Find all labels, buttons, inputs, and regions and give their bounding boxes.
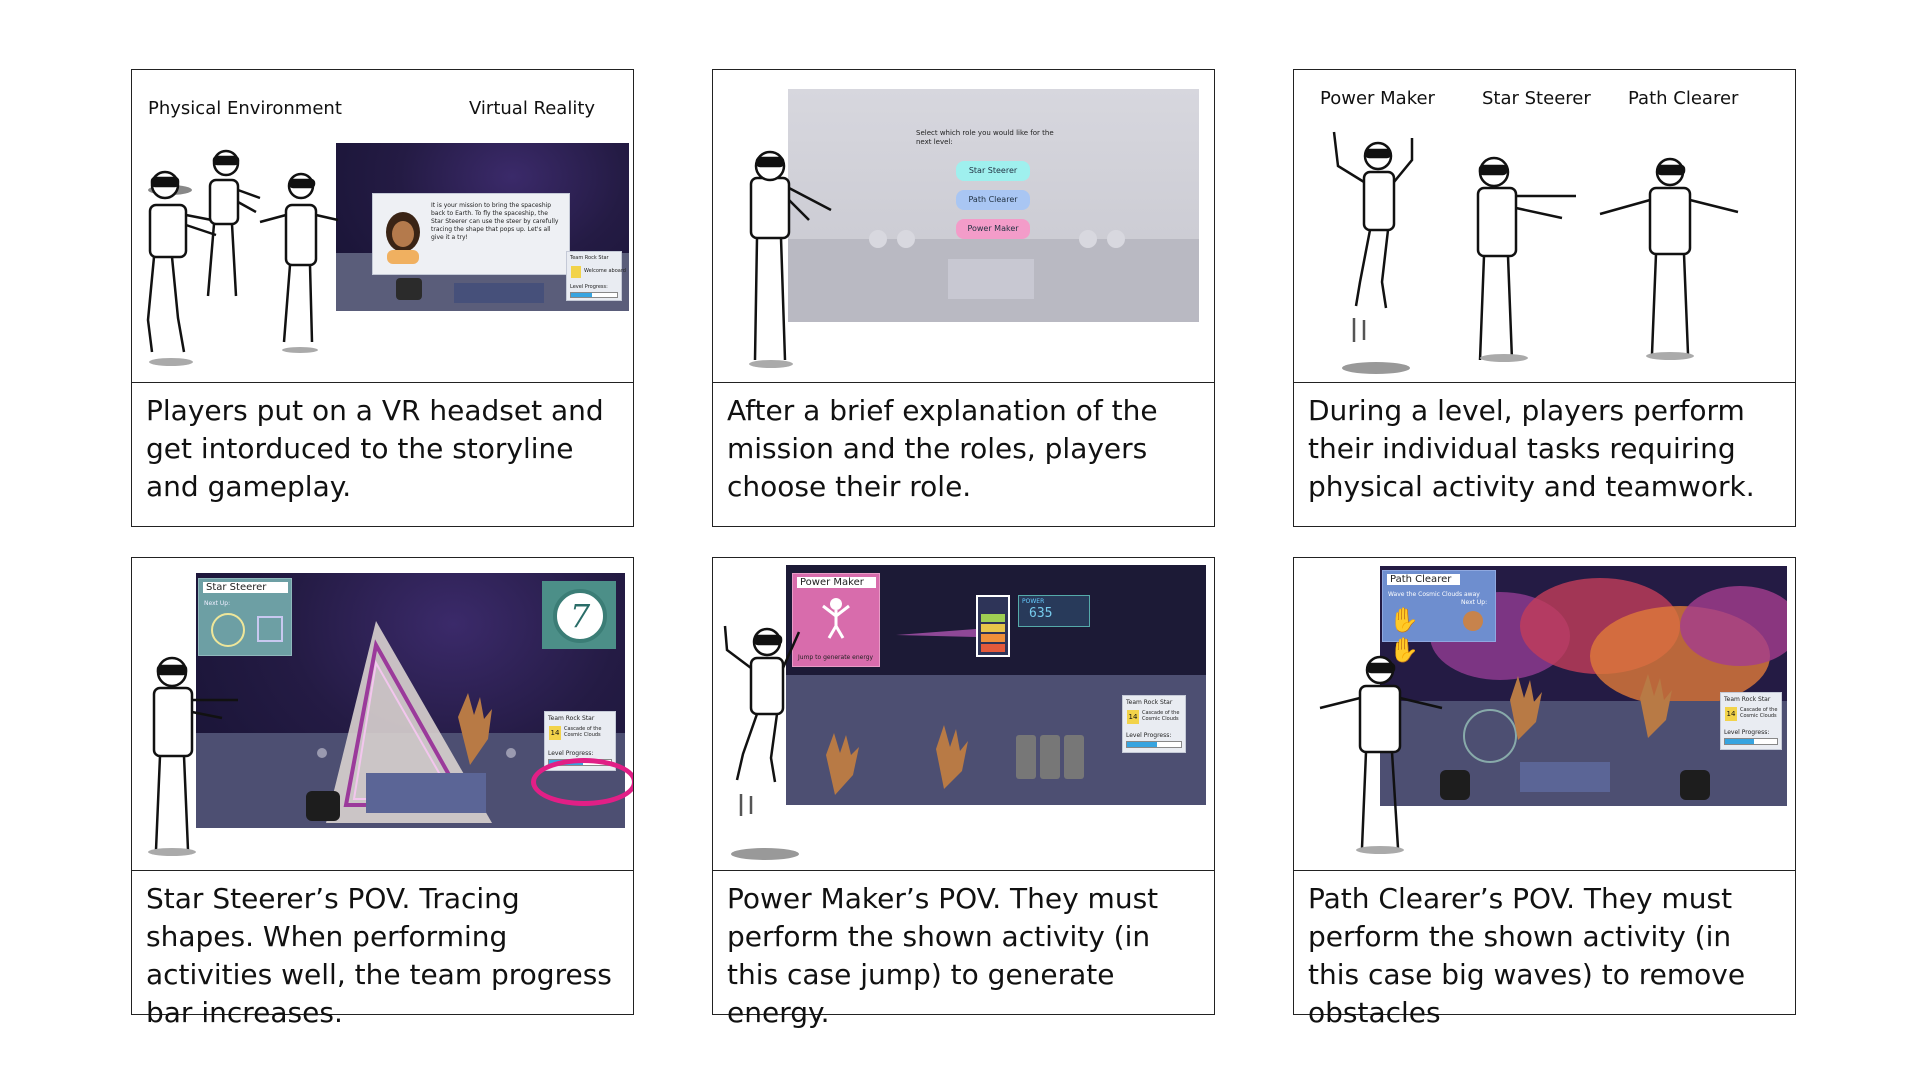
hud-level-badge — [571, 266, 581, 278]
square-shape-icon — [257, 616, 283, 642]
wave-hands-icon: ✋ ✋ — [1389, 606, 1419, 664]
power-maker-view: Power Maker Jump to generate energy POWE… — [786, 565, 1206, 805]
role-select-screen: Select which role you would like for the… — [788, 89, 1199, 322]
panel-illustration: Power Maker Jump to generate energy POWE… — [713, 558, 1214, 871]
hud-progress-bar — [1126, 741, 1182, 748]
role-card: Star Steerer Next Up: — [198, 578, 292, 656]
dialog-box: It is your mission to bring the spaceshi… — [372, 193, 570, 275]
role-prompt: Select which role you would like for the… — [916, 129, 1054, 146]
panel-illustration: Physical Environment Virtual Reality It … — [132, 70, 633, 383]
storyboard-panel-2: Select which role you would like for the… — [712, 69, 1215, 527]
panel-illustration: Select which role you would like for the… — [713, 70, 1214, 383]
battery-meter — [976, 595, 1010, 657]
asteroid-icon — [1463, 611, 1483, 631]
label-path-clearer: Path Clearer — [1628, 88, 1739, 109]
hud-team-name: Team Rock Star — [570, 255, 609, 261]
card-hint: Wave the Cosmic Clouds away — [1388, 591, 1480, 598]
cockpit-scene — [196, 621, 625, 828]
hud-progress-label: Level Progress: — [548, 750, 594, 757]
cockpit-scene — [786, 629, 1206, 805]
hud-progress-label: Level Progress: — [1126, 732, 1172, 739]
hud-team-name: Team Rock Star — [1126, 699, 1173, 706]
storyboard-panel-4: Star Steerer Next Up: 7 Team Rock Star 1… — [131, 557, 634, 1029]
hud-level-name: Cascade of the Cosmic Clouds — [1142, 710, 1180, 722]
role-button-path-clearer[interactable]: Path Clearer — [956, 190, 1030, 210]
team-hud: Team Rock Star 14 Cascade of the Cosmic … — [1122, 695, 1186, 753]
hud-level-badge: 14 — [1127, 710, 1139, 724]
player-figure — [723, 625, 801, 860]
hud-progress-bar — [570, 292, 618, 298]
timer-value: 7 — [553, 589, 607, 643]
panel-illustration: Path Clearer Wave the Cosmic Clouds away… — [1294, 558, 1795, 871]
hud-level-badge: 14 — [549, 726, 561, 740]
role-card: Power Maker Jump to generate energy — [792, 573, 880, 667]
role-button-power-maker[interactable]: Power Maker — [956, 219, 1030, 239]
panel-caption: Players put on a VR headset and get into… — [146, 394, 604, 503]
label-power-maker: Power Maker — [1320, 88, 1435, 109]
label-star-steerer: Star Steerer — [1482, 88, 1591, 109]
cockpit-scene — [1380, 578, 1787, 806]
hud-progress-label: Level Progress: — [570, 284, 608, 290]
hud-team-name: Team Rock Star — [1724, 696, 1771, 703]
countdown-timer: 7 — [542, 581, 616, 649]
label-virtual-reality: Virtual Reality — [469, 98, 596, 119]
role-button-star-steerer[interactable]: Star Steerer — [956, 161, 1030, 181]
role-figures — [1332, 131, 1739, 374]
storyboard-panel-3: Power Maker Star Steerer Path Clearer — [1293, 69, 1796, 527]
players-figures — [146, 149, 339, 366]
card-title: Power Maker — [797, 577, 876, 588]
next-up-label: Next Up: — [1461, 599, 1488, 606]
panel-caption: Power Maker’s POV. They must perform the… — [727, 882, 1159, 1029]
role-card: Path Clearer Wave the Cosmic Clouds away… — [1382, 570, 1496, 664]
player-figure — [1319, 655, 1443, 854]
hud-level-badge: 14 — [1725, 707, 1737, 721]
star-steerer-view: Star Steerer Next Up: 7 Team Rock Star 1… — [196, 573, 625, 828]
panel-caption: During a level, players perform their in… — [1308, 394, 1755, 503]
guide-avatar-icon — [386, 212, 420, 264]
panel-caption: Star Steerer’s POV. Tracing shapes. When… — [146, 882, 612, 1029]
hud-progress-bar — [1724, 738, 1778, 745]
panel-illustration: Power Maker Star Steerer Path Clearer — [1294, 70, 1795, 383]
dialog-text: It is your mission to bring the spaceshi… — [431, 202, 559, 241]
player-figure — [749, 150, 832, 368]
panel-caption: Path Clearer’s POV. They must perform th… — [1308, 882, 1746, 1029]
circle-shape-icon — [211, 613, 245, 647]
card-title: Path Clearer — [1387, 574, 1460, 585]
panel-caption: After a brief explanation of the mission… — [727, 394, 1158, 503]
hud-status: Welcome aboard — [584, 268, 626, 274]
team-hud: Team Rock Star 14 Cascade of the Cosmic … — [1720, 692, 1782, 750]
card-hint: Jump to generate energy — [798, 654, 874, 661]
jump-figure-icon — [822, 598, 850, 639]
team-hud: Team Rock Star Welcome aboard Level Prog… — [566, 251, 626, 301]
vr-screen: It is your mission to bring the spaceshi… — [336, 143, 629, 311]
hud-level-name: Cascade of the Cosmic Clouds — [564, 726, 602, 738]
storyboard-panel-6: Path Clearer Wave the Cosmic Clouds away… — [1293, 557, 1796, 1029]
power-display: POWER 635 — [1018, 595, 1090, 627]
storyboard-panel-5: Power Maker Jump to generate energy POWE… — [712, 557, 1215, 1029]
player-figure — [148, 656, 238, 856]
hud-team-name: Team Rock Star — [548, 715, 595, 722]
power-label: POWER — [1022, 598, 1045, 605]
storyboard-panel-1: Physical Environment Virtual Reality It … — [131, 69, 634, 527]
path-clearer-view: Path Clearer Wave the Cosmic Clouds away… — [1380, 566, 1787, 806]
next-up-label: Next Up: — [204, 600, 231, 607]
cockpit-console — [788, 230, 1199, 322]
hud-level-name: Cascade of the Cosmic Clouds — [1740, 707, 1778, 719]
label-physical-environment: Physical Environment — [148, 98, 342, 119]
card-title: Star Steerer — [203, 582, 288, 593]
hud-progress-label: Level Progress: — [1724, 729, 1770, 736]
progress-highlight-ring — [531, 758, 633, 806]
panel-illustration: Star Steerer Next Up: 7 Team Rock Star 1… — [132, 558, 633, 871]
power-readout: 635 — [1029, 606, 1053, 621]
